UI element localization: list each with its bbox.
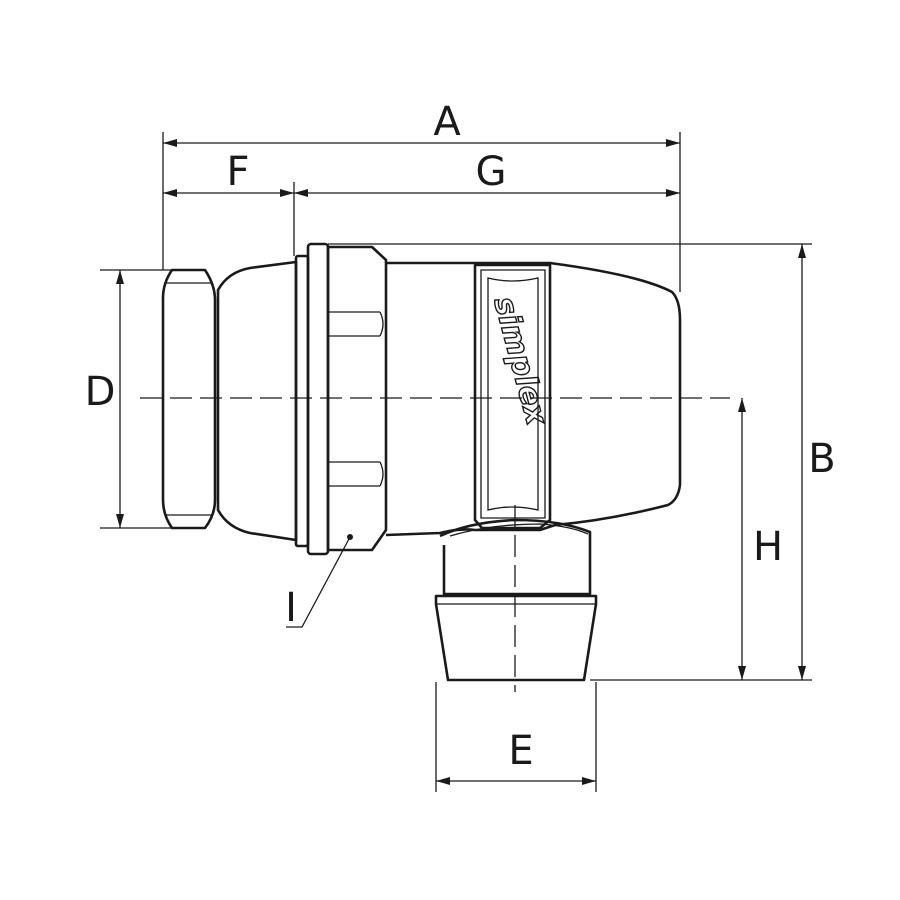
- leader-i: [286, 536, 351, 628]
- label-a: A: [433, 99, 461, 145]
- hex-nut: [326, 245, 388, 552]
- label-b: B: [808, 436, 835, 482]
- valve-body: simplex: [161, 242, 682, 682]
- left-connector: [216, 260, 298, 542]
- label-f: F: [226, 149, 249, 195]
- left-nut: [161, 268, 217, 530]
- outlet-neck: [439, 518, 592, 596]
- brand-logo: simplex: [486, 293, 554, 430]
- label-d: D: [85, 369, 116, 415]
- logo-band: [473, 263, 552, 530]
- dimension-labels: A F G D B H I E: [85, 99, 836, 774]
- outlet-nozzle: [434, 594, 598, 682]
- label-i: I: [285, 585, 297, 631]
- label-e: E: [508, 728, 533, 774]
- dimension-lines: [116, 139, 806, 785]
- flange-ring-inner: [306, 242, 330, 556]
- label-g: G: [476, 149, 507, 195]
- flange-ring: [294, 254, 310, 548]
- extension-lines: [100, 132, 812, 792]
- label-h: H: [753, 524, 783, 570]
